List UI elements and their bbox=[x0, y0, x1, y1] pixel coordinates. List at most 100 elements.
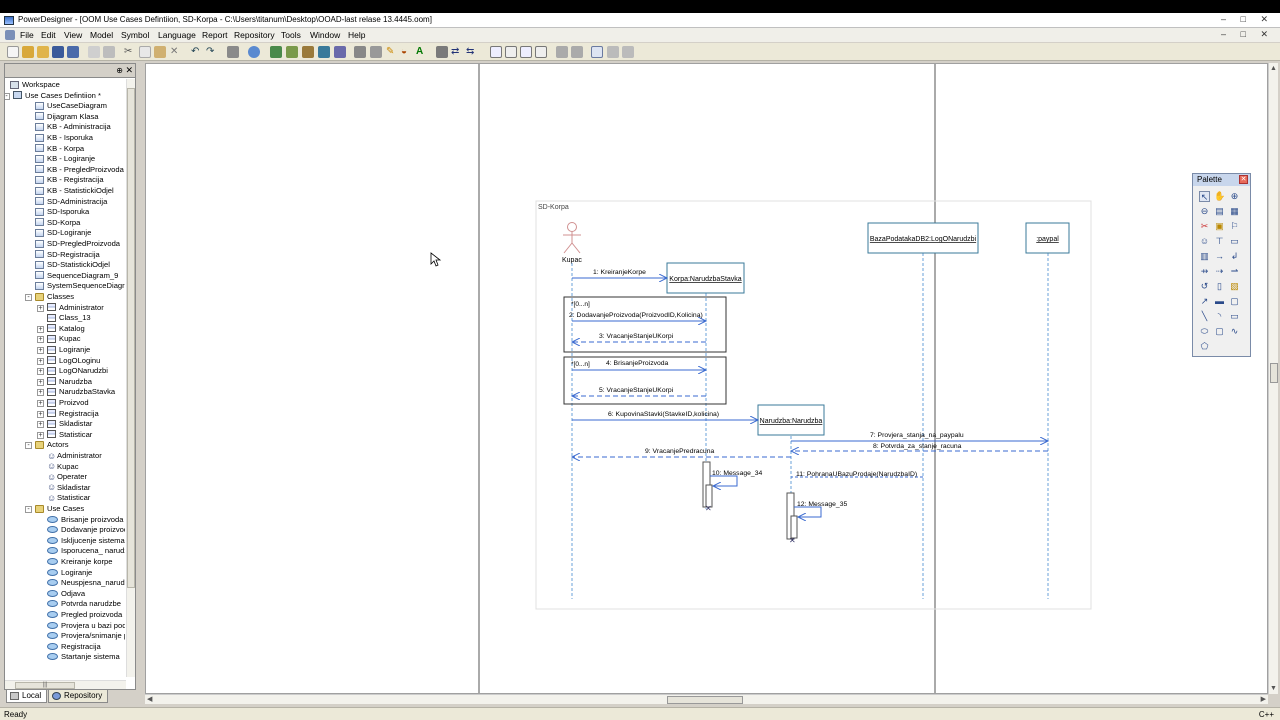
delete-tool-icon[interactable]: ✂ bbox=[1200, 221, 1209, 231]
tree-diagram[interactable]: SD-PregledProizvoda bbox=[35, 239, 120, 250]
diagram-canvas[interactable]: SD-Korpa Kupac Korpa:NarudzbaStavka bbox=[145, 63, 1268, 694]
document-icon[interactable] bbox=[5, 30, 15, 40]
activation-tool-icon[interactable]: ▬ bbox=[1215, 296, 1224, 306]
view-detail-icon[interactable] bbox=[520, 46, 532, 58]
actor-tool-icon[interactable]: ☺ bbox=[1199, 236, 1210, 246]
tree-diagram[interactable]: SD-Administracija bbox=[35, 197, 107, 208]
tree-diagram[interactable]: SD-Korpa bbox=[35, 218, 80, 229]
close-icon[interactable]: ✕ bbox=[125, 65, 133, 75]
menu-file[interactable]: File bbox=[20, 30, 34, 40]
tree-diagram[interactable]: SD-StatistickiOdjel bbox=[35, 260, 110, 271]
recursive-tool-icon[interactable]: ↺ bbox=[1200, 281, 1209, 291]
polyline-tool-icon[interactable]: ∿ bbox=[1230, 326, 1239, 336]
view-list-icon[interactable] bbox=[505, 46, 517, 58]
tree-class[interactable]: Kupac bbox=[47, 334, 81, 345]
menu-symbol[interactable]: Symbol bbox=[121, 30, 150, 40]
redo-icon[interactable]: ↷ bbox=[206, 46, 215, 57]
zoom-page-icon[interactable] bbox=[571, 46, 583, 58]
tree-usecase[interactable]: Odjava bbox=[47, 589, 85, 600]
object-narudzba[interactable]: Narudzba:Narudzba bbox=[757, 404, 825, 436]
merge-icon[interactable] bbox=[334, 46, 346, 58]
return-message-tool-icon[interactable]: ⇢ bbox=[1215, 266, 1224, 276]
tree-diagram[interactable]: KB - PregledProizvoda bbox=[35, 165, 124, 176]
tree-class[interactable]: Administrator bbox=[47, 303, 104, 314]
palette-close-icon[interactable]: ✕ bbox=[1239, 175, 1248, 184]
font-icon[interactable] bbox=[370, 46, 382, 58]
expand-toggle[interactable]: + bbox=[37, 368, 44, 376]
tree-usecase[interactable]: Brisanje proizvoda bbox=[47, 515, 123, 526]
tab-local[interactable]: Local bbox=[6, 690, 48, 703]
fill-icon[interactable]: ◒ bbox=[401, 46, 408, 57]
tree-class[interactable]: Statisticar bbox=[47, 430, 92, 441]
tree-class[interactable]: LogOLoginu bbox=[47, 356, 100, 367]
package-tool-icon[interactable]: ▣ bbox=[1215, 221, 1224, 231]
arc-tool-icon[interactable]: ◝ bbox=[1217, 311, 1222, 321]
menu-report[interactable]: Report bbox=[202, 30, 228, 40]
lifeline-tool-icon[interactable]: ⊤ bbox=[1215, 236, 1224, 246]
tree-diagram[interactable]: SD-Isporuka bbox=[35, 207, 89, 218]
new-icon[interactable] bbox=[7, 46, 19, 58]
rectangle-tool-icon[interactable]: ▭ bbox=[1230, 311, 1239, 321]
browser-icon[interactable] bbox=[248, 46, 260, 58]
tree-class[interactable]: NarudzbaStavka bbox=[47, 387, 115, 398]
print-preview-icon[interactable] bbox=[88, 46, 100, 58]
tree-class[interactable]: Class_13 bbox=[47, 313, 91, 324]
expand-toggle[interactable]: + bbox=[37, 431, 44, 439]
cut-icon[interactable]: ✂ bbox=[124, 46, 133, 57]
scroll-right-icon[interactable]: ▶ bbox=[1260, 696, 1266, 703]
interaction-tool-icon[interactable]: ▥ bbox=[1200, 251, 1209, 261]
view-grid-icon[interactable] bbox=[490, 46, 502, 58]
open-folder-icon[interactable] bbox=[37, 46, 49, 58]
open-icon[interactable] bbox=[22, 46, 34, 58]
expand-toggle[interactable]: + bbox=[37, 410, 44, 418]
rounded-rect-tool-icon[interactable]: ▢ bbox=[1215, 326, 1224, 336]
tree-class[interactable]: Narudzba bbox=[47, 377, 92, 388]
expand-toggle[interactable]: + bbox=[37, 378, 44, 386]
tree-usecase[interactable]: Dodavanje proizvoda bbox=[47, 525, 125, 536]
tree-usecase[interactable]: Startanje sistema bbox=[47, 652, 120, 663]
tree-usecase[interactable]: Provjera u bazi pod bbox=[47, 621, 125, 632]
collapse-toggle[interactable]: - bbox=[25, 294, 32, 301]
tree-diagram[interactable]: SD-Logiranje bbox=[35, 228, 91, 239]
tab-repository[interactable]: Repository bbox=[48, 690, 109, 703]
self-message-arrow[interactable] bbox=[794, 506, 822, 517]
tree-usecase[interactable]: Kreiranje korpe bbox=[47, 557, 113, 568]
back-icon[interactable]: ⇄ bbox=[451, 46, 460, 57]
expand-toggle[interactable]: + bbox=[37, 389, 44, 397]
pen-icon[interactable]: ✎ bbox=[386, 46, 395, 57]
expand-toggle[interactable]: + bbox=[37, 400, 44, 407]
link-tool-icon[interactable]: ↗ bbox=[1200, 296, 1209, 306]
scroll-thumb[interactable] bbox=[1270, 363, 1278, 383]
align-icon[interactable] bbox=[436, 46, 448, 58]
ellipse-tool-icon[interactable]: ⬭ bbox=[1200, 326, 1209, 336]
tree-diagram[interactable]: SequenceDiagram_9 bbox=[35, 271, 118, 282]
copy-icon[interactable] bbox=[139, 46, 151, 58]
async-message-tool-icon[interactable]: ⇀ bbox=[1230, 266, 1239, 276]
tree-usecase[interactable]: Potvrda narudzbe bbox=[47, 599, 121, 610]
view-tree-icon[interactable] bbox=[535, 46, 547, 58]
document-window-controls[interactable]: – □ ✕ bbox=[1221, 29, 1274, 39]
self-message-tool-icon[interactable]: ↲ bbox=[1230, 251, 1239, 261]
tree-diagram[interactable]: KB - StatistickiOdjel bbox=[35, 186, 114, 197]
result-list-icon[interactable] bbox=[622, 46, 634, 58]
menu-language[interactable]: Language bbox=[158, 30, 196, 40]
polygon-tool-icon[interactable]: ⬠ bbox=[1200, 341, 1209, 351]
tree-diagram[interactable]: KB - Administracija bbox=[35, 122, 111, 133]
tree-usecase[interactable]: Pregled proizvoda bbox=[47, 610, 122, 621]
browser-vertical-scrollbar[interactable] bbox=[126, 79, 135, 677]
tree-class[interactable]: LogONarudzbi bbox=[47, 366, 108, 377]
tree-usecase[interactable]: Iskljucenje sistema bbox=[47, 536, 125, 547]
tree-diagram[interactable]: SystemSequenceDiagr bbox=[35, 281, 125, 292]
menu-window[interactable]: Window bbox=[310, 30, 341, 40]
self-message-arrow[interactable] bbox=[710, 475, 738, 486]
actor-kupac[interactable]: Kupac bbox=[562, 222, 582, 265]
pin-icon[interactable]: ⊕ bbox=[116, 66, 123, 75]
print-icon[interactable] bbox=[103, 46, 115, 58]
tree-actor[interactable]: ☺Skladistar bbox=[47, 483, 90, 494]
expand-toggle[interactable]: + bbox=[37, 325, 44, 333]
note-tool-icon[interactable]: ⚐ bbox=[1230, 221, 1239, 231]
tree-actor[interactable]: ☺Administrator bbox=[47, 451, 102, 462]
scroll-up-icon[interactable]: ▲ bbox=[1270, 65, 1277, 72]
scroll-down-icon[interactable]: ▼ bbox=[1270, 685, 1277, 692]
properties-icon[interactable] bbox=[227, 46, 239, 58]
